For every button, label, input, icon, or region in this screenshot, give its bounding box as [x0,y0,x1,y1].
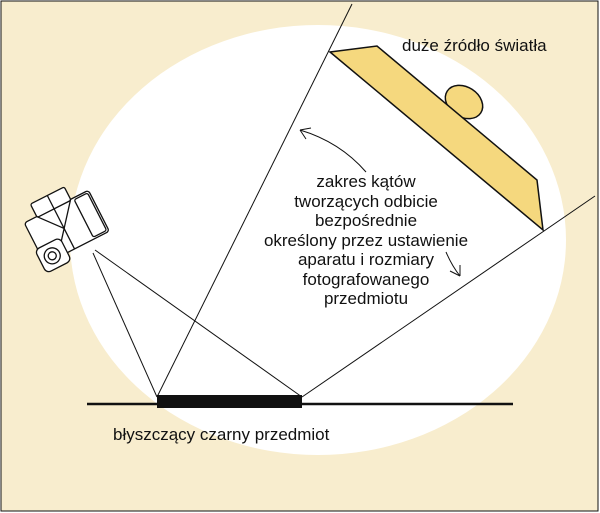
angle-range-label: zakres kątów tworzących odbicie bezpośre… [250,172,482,309]
reflection-ray-right [301,195,596,398]
light-source-label: duże źródło światła [402,36,547,55]
angle-range-line: aparatu i rozmiary [297,250,435,269]
arrow-to-left-ray [299,127,367,173]
angle-range-line: tworzących odbicie [294,191,438,211]
camera-ray-right [94,249,303,398]
angle-range-line: przedmiotu [323,289,409,308]
arrow-to-right-ray [445,251,461,277]
camera-ray-left [92,252,158,398]
reflection-ray-left [156,3,353,398]
black-object [157,395,302,408]
camera-icon [24,186,109,273]
angle-range-line: określony przez ustawienie [263,230,469,250]
object-label: błyszczący czarny przedmiot [113,425,330,444]
angle-range-line: bezpośrednie [314,211,418,230]
angle-range-line: fotografowanego [302,269,430,289]
softbox-light-icon [328,45,544,232]
angle-range-line: zakres kątów [316,172,416,191]
